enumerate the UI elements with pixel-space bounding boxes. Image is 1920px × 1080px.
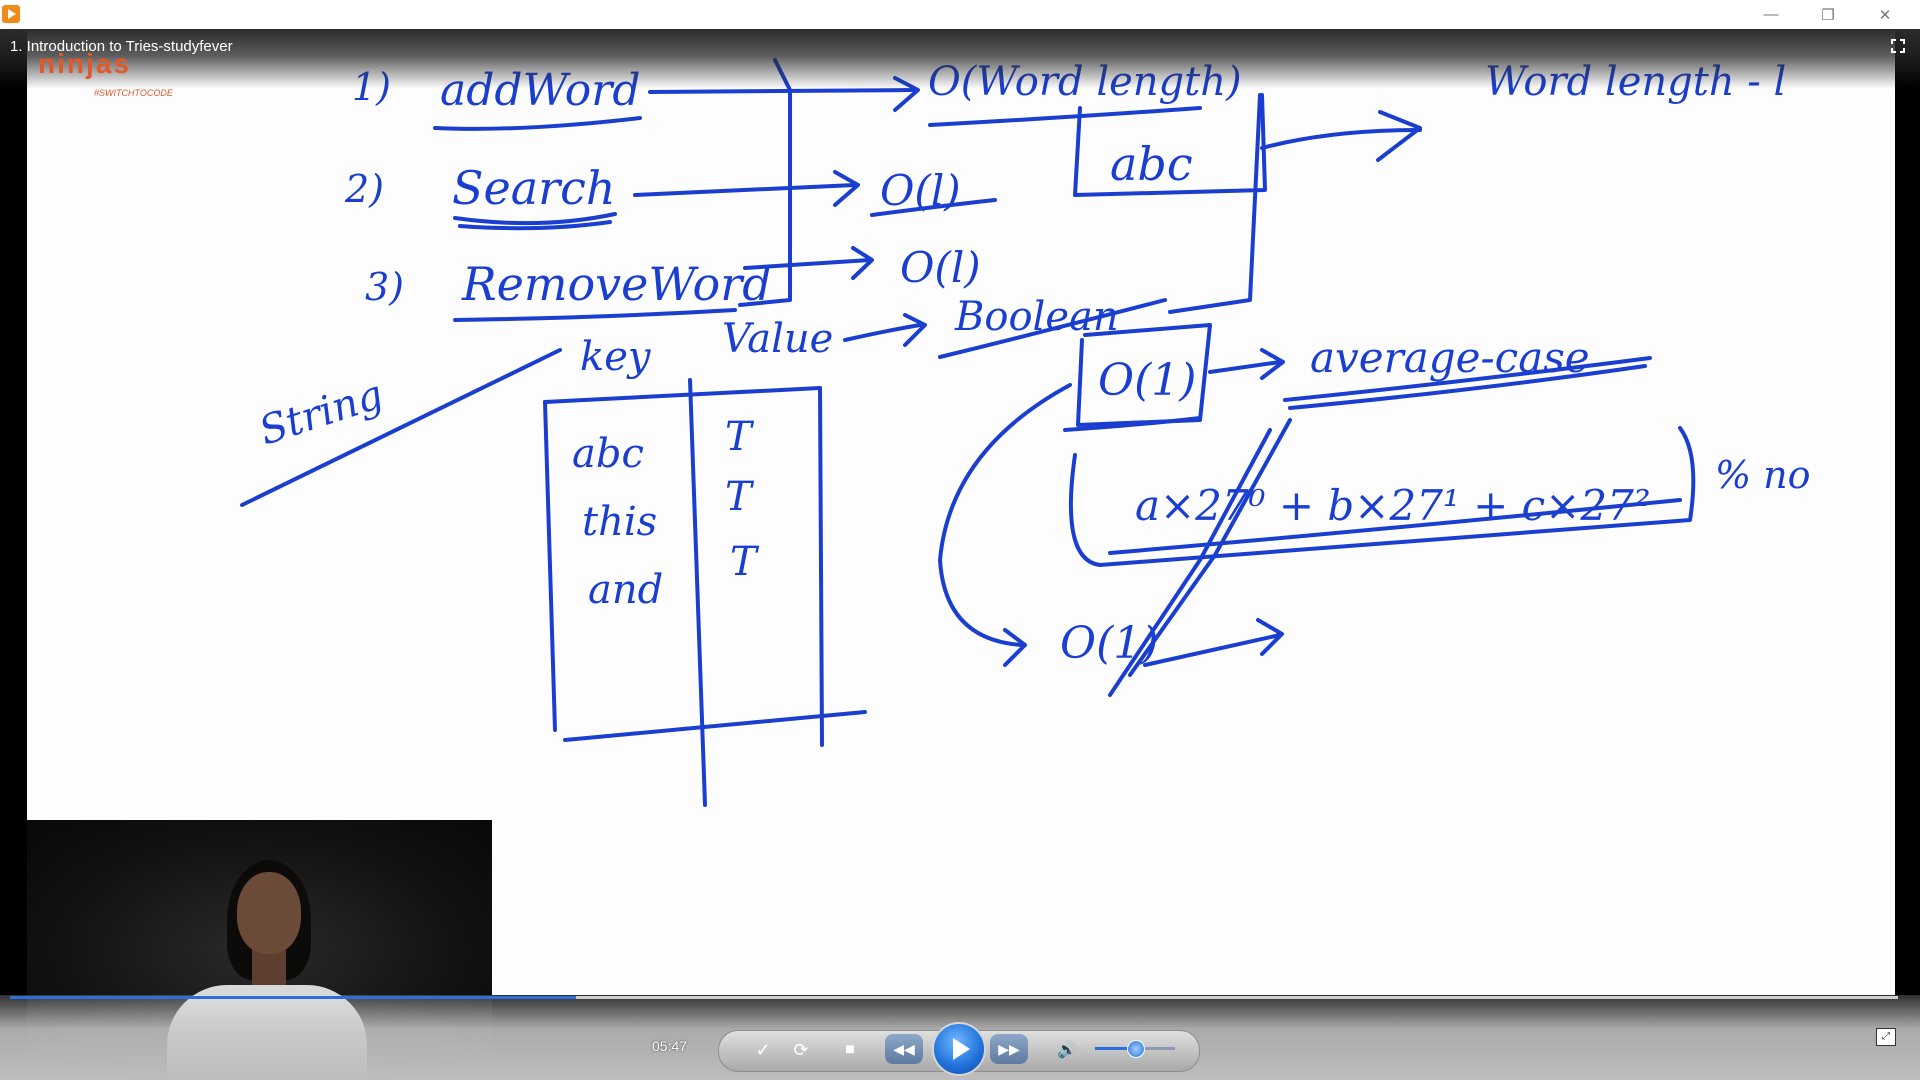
op-search: Search	[452, 161, 616, 215]
volume-handle[interactable]	[1127, 1040, 1145, 1058]
expand-icon[interactable]: ⤢	[1876, 1028, 1896, 1046]
fast-forward-icon[interactable]: ▶▶	[990, 1034, 1028, 1064]
coding-ninjas-logo: ninjas #SWITCHTOCODE	[38, 48, 173, 98]
table-value-1: T	[725, 414, 755, 460]
presenter-face	[237, 872, 301, 954]
note-key: key	[580, 334, 652, 380]
op-number-3: 3)	[365, 265, 404, 309]
seek-progress	[10, 996, 577, 999]
logo-tagline: #SWITCHTOCODE	[94, 88, 173, 98]
volume-icon[interactable]: 🔊	[1057, 1042, 1077, 1059]
minimize-button[interactable]: —	[1763, 6, 1779, 23]
note-abc: abc	[1110, 137, 1193, 191]
stop-icon[interactable]: ■	[845, 1041, 855, 1058]
restore-button[interactable]: ❐	[1821, 6, 1835, 24]
table-key-1: abc	[572, 431, 644, 477]
video-title-overlay	[0, 29, 1920, 89]
note-average-case: average-case	[1310, 333, 1590, 382]
op-number-2: 2)	[344, 167, 384, 211]
window-titlebar: — ❐ ✕	[0, 0, 1920, 29]
logo-text: ninjas	[38, 48, 131, 79]
seek-bar[interactable]	[10, 996, 1898, 999]
video-title: 1. Introduction to Tries-studyfever	[10, 38, 233, 55]
close-button[interactable]: ✕	[1878, 6, 1892, 24]
current-time: 05:47	[652, 1038, 688, 1054]
table-value-2: T	[725, 474, 755, 520]
speed-icon[interactable]: ✓	[755, 1039, 771, 1060]
app-icon	[2, 5, 20, 23]
table-value-3: T	[730, 539, 760, 585]
formula: a×27⁰ + b×27¹ + c×27²	[1135, 481, 1651, 530]
table-key-2: this	[582, 499, 657, 545]
op-removeword: RemoveWord	[461, 257, 772, 311]
note-value: Value	[722, 316, 833, 362]
fullscreen-icon[interactable]	[1890, 38, 1906, 54]
volume-level	[1095, 1047, 1135, 1050]
table-key-3: and	[588, 567, 663, 613]
complexity-remove: O(l)	[900, 243, 981, 292]
repeat-icon[interactable]: ⟳	[793, 1039, 809, 1060]
play-button[interactable]	[932, 1022, 986, 1076]
note-percent-no: % no	[1715, 453, 1811, 497]
complexity-o1-top: O(1)	[1098, 355, 1196, 406]
rewind-icon[interactable]: ◀◀	[885, 1034, 923, 1064]
